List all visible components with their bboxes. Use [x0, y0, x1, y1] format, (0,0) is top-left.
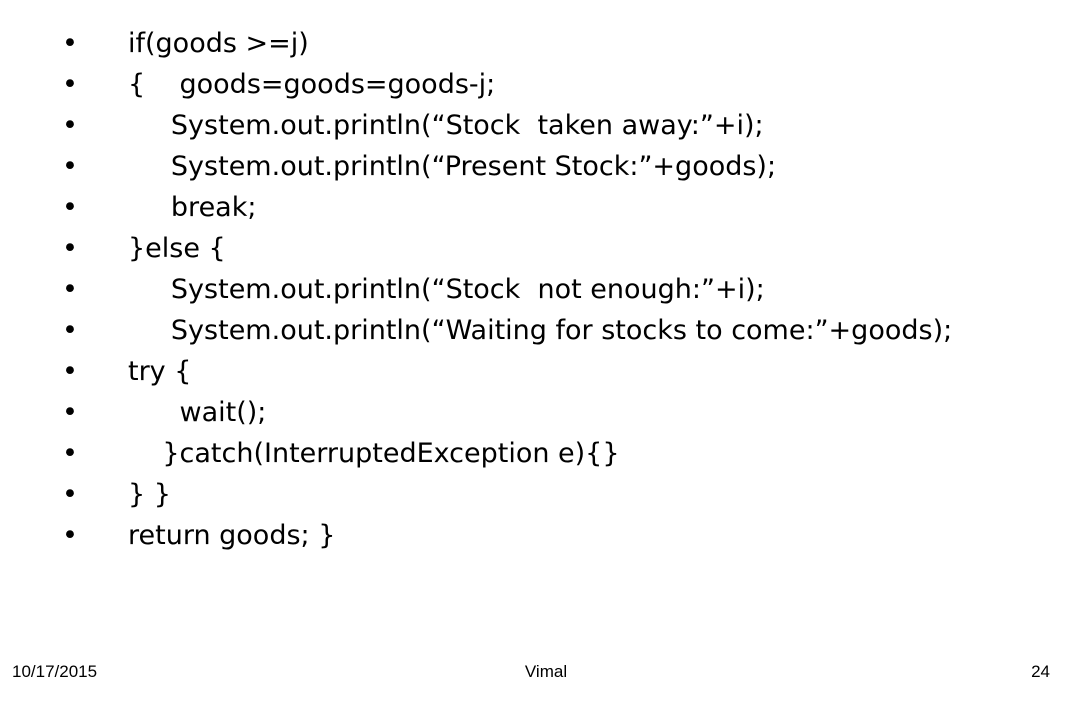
code-bullet-list: • if(goods >=j) • { goods=goods=goods-j; •…: [60, 28, 1020, 561]
bullet-dot-icon: •: [62, 192, 78, 223]
code-line: System.out.println(“Present Stock:”+good…: [128, 151, 777, 182]
bullet-item: • try {: [60, 356, 1020, 387]
code-line: { goods=goods=goods-j;: [128, 69, 496, 100]
code-line: break;: [128, 192, 257, 223]
code-line: System.out.println(“Stock taken away:”+i…: [128, 110, 764, 141]
bullet-dot-icon: •: [62, 151, 78, 182]
code-line: return goods; }: [128, 520, 336, 551]
bullet-item: • if(goods >=j): [60, 28, 1020, 59]
bullet-item: • }else {: [60, 233, 1020, 264]
bullet-dot-icon: •: [62, 520, 78, 551]
code-line: System.out.println(“Waiting for stocks t…: [128, 315, 953, 346]
bullet-dot-icon: •: [62, 233, 78, 264]
bullet-item: • { goods=goods=goods-j;: [60, 69, 1020, 100]
bullet-item: • System.out.println(“Stock not enough:”…: [60, 274, 1020, 305]
code-line: if(goods >=j): [128, 28, 309, 59]
bullet-dot-icon: •: [62, 69, 78, 100]
code-line: wait();: [128, 397, 267, 428]
bullet-dot-icon: •: [62, 438, 78, 469]
bullet-dot-icon: •: [62, 274, 78, 305]
bullet-dot-icon: •: [62, 28, 78, 59]
footer-date: 10/17/2015: [12, 662, 98, 681]
bullet-item: • wait();: [60, 397, 1020, 428]
bullet-dot-icon: •: [62, 356, 78, 387]
bullet-dot-icon: •: [62, 397, 78, 428]
code-line: try {: [128, 356, 192, 387]
code-line: }catch(InterruptedException e){}: [128, 438, 620, 469]
bullet-dot-icon: •: [62, 479, 78, 510]
bullet-item: • System.out.println(“Present Stock:”+go…: [60, 151, 1020, 182]
bullet-dot-icon: •: [62, 315, 78, 346]
code-line: System.out.println(“Stock not enough:”+i…: [128, 274, 765, 305]
code-line: } }: [128, 479, 171, 510]
code-line: }else {: [128, 233, 226, 264]
footer-page-number: 24: [1031, 662, 1050, 681]
bullet-item: • System.out.println(“Waiting for stocks…: [60, 315, 1020, 346]
bullet-item: • System.out.println(“Stock taken away:”…: [60, 110, 1020, 141]
bullet-dot-icon: •: [62, 110, 78, 141]
bullet-item: • break;: [60, 192, 1020, 223]
bullet-item: • } }: [60, 479, 1020, 510]
footer-author: Vimal: [524, 662, 568, 681]
bullet-item: • return goods; }: [60, 520, 1020, 551]
bullet-item: • }catch(InterruptedException e){}: [60, 438, 1020, 469]
